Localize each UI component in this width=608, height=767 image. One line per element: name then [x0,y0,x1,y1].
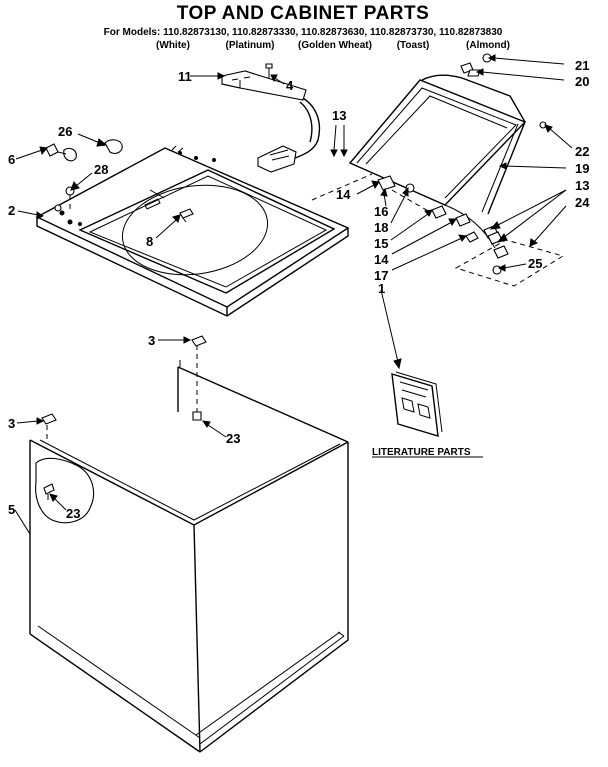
callout-23-right: 23 [226,431,240,446]
callout-14-lower: 14 [374,252,389,267]
callout-3-lower: 3 [8,416,15,431]
callout-20: 20 [575,74,589,89]
header: TOP AND CABINET PARTS For Models: 110.82… [104,3,510,51]
callout-13-top: 13 [332,108,346,123]
color-toast: (Toast) [397,40,430,51]
callout-13-right: 13 [575,178,589,193]
callout-numbers: 11 4 26 6 28 2 8 13 14 16 18 15 14 17 1 … [8,58,590,521]
callout-26: 26 [58,124,72,139]
callout-14-upper: 14 [336,187,351,202]
callout-24: 24 [575,195,590,210]
callout-15: 15 [374,236,388,251]
callout-1: 1 [378,281,385,296]
color-white: (White) [156,40,190,51]
callout-23-left: 23 [66,506,80,521]
models-line: For Models: 110.82873130, 110.82873330, … [104,27,503,38]
callout-3-upper: 3 [148,333,155,348]
callout-18: 18 [374,220,388,235]
callout-28: 28 [94,162,108,177]
lid-assembly [311,53,547,249]
top-panel [35,145,350,317]
literature-booklet: LITERATURE PARTS [372,371,483,458]
literature-label: LITERATURE PARTS [372,447,471,458]
callout-22: 22 [575,144,589,159]
callout-5: 5 [8,502,15,517]
callout-17: 17 [374,268,388,283]
callout-4: 4 [286,78,294,93]
callout-19: 19 [575,161,589,176]
top-small-parts [45,139,194,223]
callout-11: 11 [178,69,192,84]
color-almond: (Almond) [466,40,510,51]
callout-16: 16 [374,204,388,219]
callout-6: 6 [8,152,15,167]
leader-lines [14,54,573,535]
color-platinum: (Platinum) [226,40,275,51]
color-golden-wheat: (Golden Wheat) [298,40,372,51]
page-title: TOP AND CABINET PARTS [177,3,430,24]
callout-2: 2 [8,203,15,218]
cabinet [29,335,349,753]
callout-21: 21 [575,58,589,73]
lid-switch-harness [221,63,321,173]
lid-pad [454,239,565,287]
callout-8: 8 [146,234,153,249]
callout-25: 25 [528,256,542,271]
